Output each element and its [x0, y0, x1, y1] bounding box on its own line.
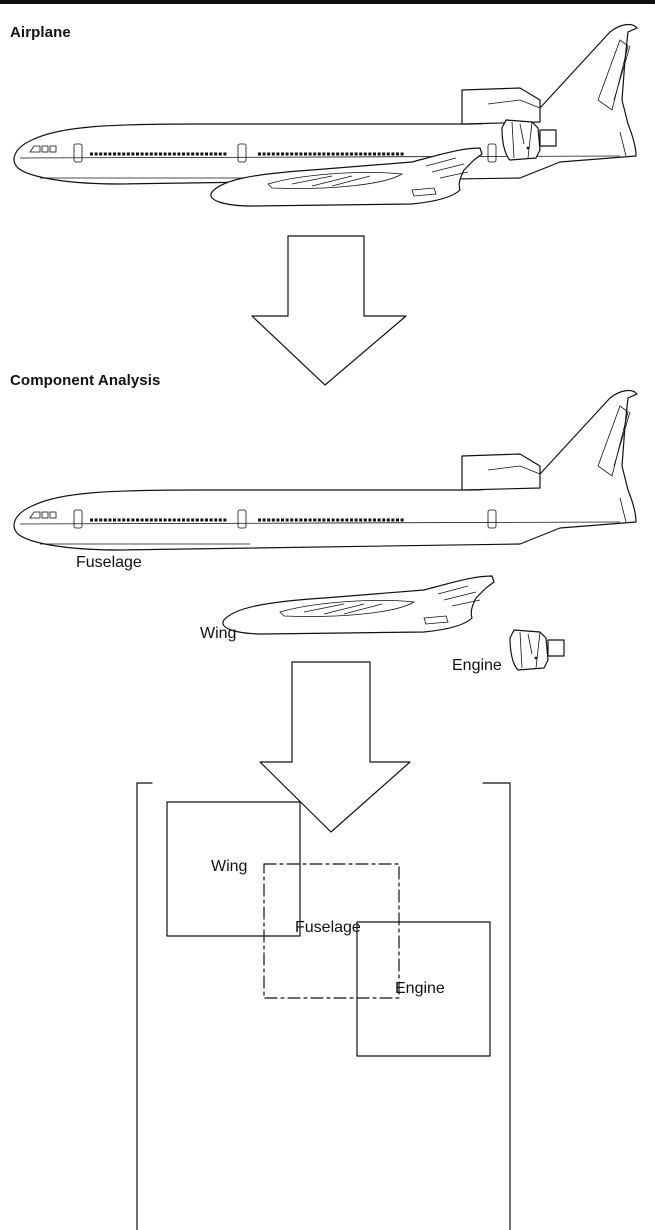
label-fuselage: Fuselage	[76, 554, 142, 572]
label-engine: Engine	[452, 657, 502, 675]
label-wing: Wing	[200, 625, 236, 643]
matrix-bracket	[137, 783, 510, 1230]
box-label-fuselage: Fuselage	[295, 919, 361, 937]
box-label-engine: Engine	[395, 980, 445, 998]
wing-component	[223, 576, 494, 634]
airplane-illustration	[14, 25, 637, 206]
arrow-down-2	[260, 662, 410, 832]
box-label-wing: Wing	[211, 858, 247, 876]
arrow-down-1	[252, 236, 406, 385]
engine-component	[510, 630, 564, 670]
fuselage-component	[14, 391, 637, 550]
